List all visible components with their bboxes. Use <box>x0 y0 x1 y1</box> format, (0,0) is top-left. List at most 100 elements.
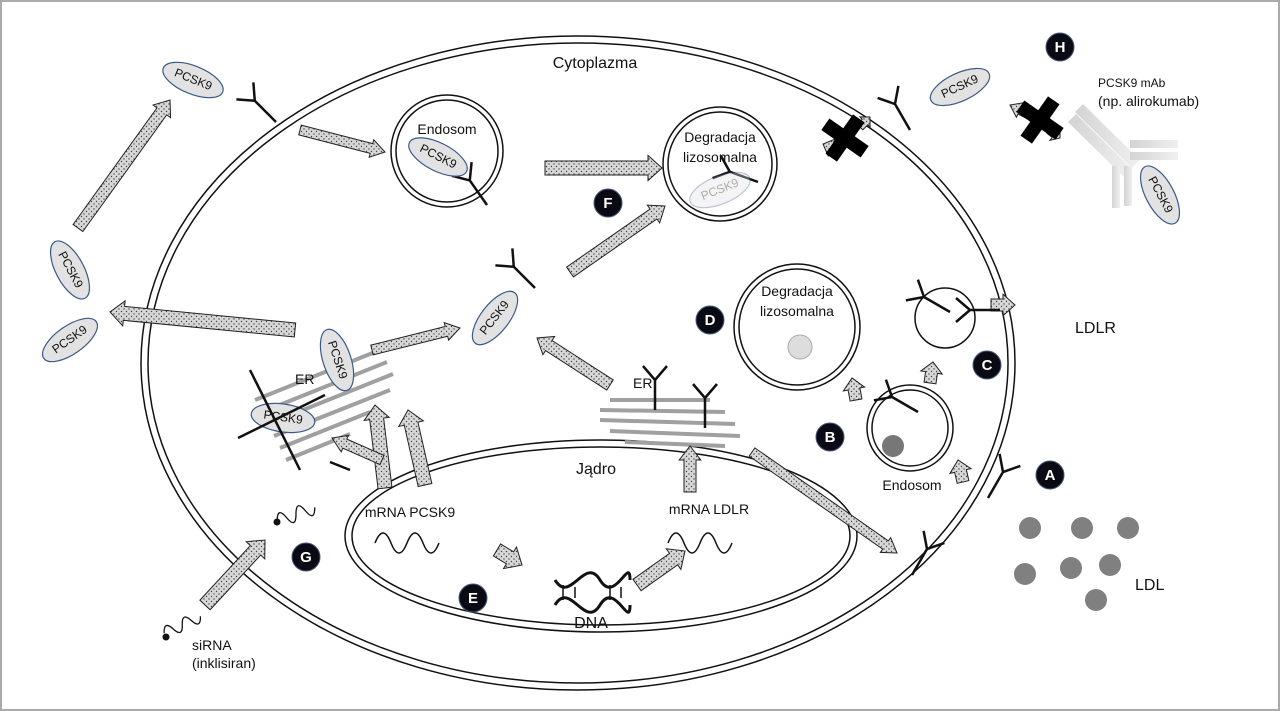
pathway-arrow <box>919 361 944 385</box>
dna-icon <box>553 571 632 614</box>
ldlr-receptor-icon <box>905 279 951 314</box>
step-marker-c: C <box>972 350 1002 380</box>
ldlr-receptor-icon <box>236 82 277 123</box>
ldlr-receptor-icon <box>692 383 718 428</box>
pathway-arrow <box>72 99 172 233</box>
ldl-particle <box>1014 563 1036 585</box>
label-cytoplasm: Cytoplazma <box>553 55 638 72</box>
svg-text:C: C <box>982 357 993 374</box>
pathway-arrow <box>370 321 461 356</box>
label-endosome-top: Endosom <box>417 121 476 137</box>
pathway-arrow <box>678 445 702 493</box>
label-er-left: ER <box>295 371 314 387</box>
pathway-arrow <box>544 154 663 182</box>
mrna-pcsk9-wave <box>374 532 440 554</box>
label-lyso-d-1: Degradacja <box>761 283 833 299</box>
endosome-top <box>390 94 504 208</box>
antibody-icon <box>1068 104 1178 208</box>
step-marker-a: A <box>1035 460 1065 490</box>
step-marker-e: E <box>458 583 488 613</box>
sirna-dot <box>273 518 281 526</box>
mrna-ldlr-wave <box>667 532 733 554</box>
ldlr-receptor-icon <box>986 453 1021 499</box>
label-lyso-f-1: Degradacja <box>684 129 756 145</box>
sirna-wave <box>276 505 316 524</box>
step-marker-f: F <box>593 188 623 218</box>
label-ldl: LDL <box>1135 577 1164 594</box>
label-mab: PCSK9 mAb <box>1098 76 1166 90</box>
svg-text:H: H <box>1055 39 1066 56</box>
ldlr-receptor-icon <box>873 379 919 414</box>
ldlr-receptor-icon <box>877 85 912 131</box>
svg-text:F: F <box>603 195 612 212</box>
sirna-free-dot <box>162 633 170 641</box>
inhibition-x-icon <box>237 369 326 471</box>
svg-text:D: D <box>705 312 716 329</box>
arrows <box>72 99 1061 611</box>
step-marker-h: H <box>1045 32 1075 62</box>
pcsk9-protein: PCSK9 <box>41 317 99 363</box>
lysosome-d <box>733 263 861 391</box>
recycling-vesicle <box>914 287 976 349</box>
ldlr-receptor-icon <box>910 530 945 576</box>
endosome-b <box>866 384 954 472</box>
pathway-arrow <box>565 204 666 278</box>
label-alirocumab: (np. alirokumab) <box>1098 93 1199 109</box>
ldl-particle <box>882 435 904 457</box>
pathway-arrow <box>842 377 866 402</box>
label-nucleus: Jądro <box>576 461 616 478</box>
svg-text:A: A <box>1045 467 1056 484</box>
blocked-cross-icon <box>821 114 869 162</box>
label-lyso-d-2: lizosomalna <box>760 303 834 319</box>
ldl-receptors <box>236 82 1021 576</box>
nucleus <box>344 439 858 633</box>
step-marker-d: D <box>695 305 725 335</box>
ldl-particle <box>1117 517 1139 539</box>
pathway-arrow <box>632 548 686 592</box>
label-ldlr: LDLR <box>1075 320 1116 337</box>
label-mrna-ldlr: mRNA LDLR <box>669 501 749 517</box>
step-markers: A B C D E F G H <box>291 32 1075 613</box>
inhibition-bar <box>329 460 351 472</box>
ldlr-receptor-icon <box>955 297 1000 323</box>
pathway-arrow <box>199 539 266 611</box>
label-mrna-pcsk9: mRNA PCSK9 <box>365 504 455 520</box>
ldl-particle <box>1099 554 1121 576</box>
pathway-arrow <box>363 404 393 490</box>
label-lyso-f-2: lizosomalna <box>683 149 757 165</box>
pathway-arrow <box>536 335 614 391</box>
ldl-particle <box>1085 589 1107 611</box>
ldl-particle <box>1060 557 1082 579</box>
blocked-cross-icon <box>1016 96 1064 144</box>
lysosome-f <box>662 106 778 222</box>
pathway-arrow <box>397 409 433 488</box>
ldl-particle <box>1071 517 1093 539</box>
pathway-arrow <box>109 299 297 338</box>
svg-text:E: E <box>468 590 478 607</box>
label-er-right: ER <box>633 375 652 391</box>
ldlr-receptor-icon <box>495 248 536 289</box>
pathway-arrow <box>298 124 386 158</box>
label-sirna: siRNA <box>192 637 232 653</box>
ldl-particle <box>1019 517 1041 539</box>
label-endosome-b: Endosom <box>882 477 941 493</box>
pathway-arrow <box>492 543 523 570</box>
ldlr-receptor-icon <box>712 155 759 184</box>
pcsk9-protein: PCSK9 <box>408 137 468 177</box>
pathway-arrow <box>748 447 898 554</box>
ldl-particles <box>1014 517 1139 611</box>
degraded-ldl <box>787 334 813 360</box>
label-inclisiran: (inklisiran) <box>192 655 256 671</box>
pathway-arrow <box>948 459 973 484</box>
ldlr-receptor-icon <box>642 365 668 410</box>
svg-text:G: G <box>300 549 312 566</box>
pathway-arrow <box>331 434 385 466</box>
step-marker-g: G <box>291 542 321 572</box>
cell-membrane <box>140 35 1016 691</box>
step-marker-b: B <box>815 422 845 452</box>
sirna-free-wave <box>163 616 202 634</box>
label-dna: DNA <box>574 615 608 632</box>
pcsk9-protein: PCSK9 <box>319 328 355 392</box>
